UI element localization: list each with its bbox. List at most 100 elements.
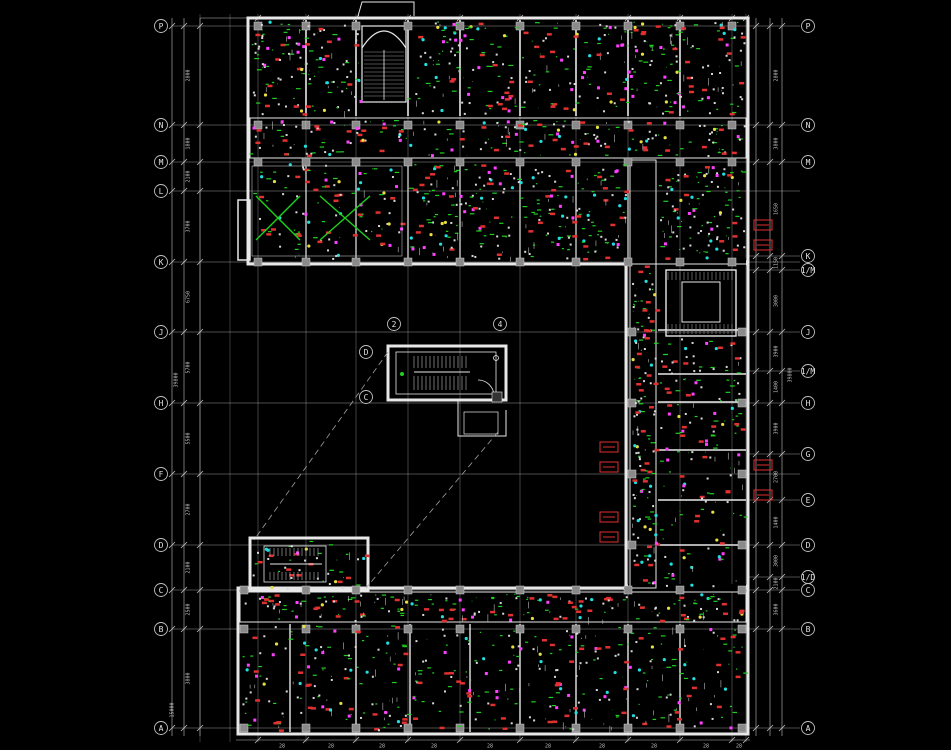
fixture-dot	[376, 597, 379, 600]
fixture-dot	[299, 56, 302, 59]
fixture-cyan	[318, 56, 323, 61]
fixture-dot	[725, 54, 728, 57]
fixture-cyan	[409, 143, 413, 148]
fixture-red	[305, 684, 311, 687]
fixture-yellow	[595, 125, 600, 129]
fixture-magenta	[322, 58, 326, 62]
fixture-dot	[364, 139, 367, 142]
fixture-dot	[480, 245, 483, 248]
fixture-red	[579, 647, 585, 651]
fixture-dot	[244, 602, 247, 605]
fixture-dot	[355, 39, 358, 42]
fixture-magenta	[621, 43, 625, 47]
fixture-red	[655, 309, 661, 312]
fixture-red	[313, 188, 319, 192]
fixture-magenta	[628, 665, 632, 669]
fixture-red	[487, 104, 493, 108]
fixture-red	[481, 164, 487, 167]
central-stair-inner	[395, 351, 497, 395]
left-axis-bubble	[154, 19, 168, 33]
fixture-red	[424, 608, 430, 611]
fixture-dot	[450, 50, 453, 53]
fixture-dot	[333, 600, 336, 603]
fixture-dot	[569, 243, 572, 246]
fixture-red	[573, 145, 579, 148]
dimension-tick	[778, 158, 786, 166]
fixture-dot	[656, 614, 659, 617]
fixture-dot	[674, 24, 677, 27]
fixture-red	[580, 121, 586, 124]
fixture-red	[666, 725, 672, 728]
column-pillar	[737, 469, 747, 479]
fixture-magenta	[654, 541, 658, 545]
fixture-dot	[259, 217, 262, 220]
fixture-magenta	[397, 667, 401, 671]
column-pillar	[301, 257, 311, 267]
fixture-red	[355, 630, 361, 634]
fixture-dot	[634, 45, 637, 48]
fixture-dot	[254, 51, 257, 54]
fixture-dot	[533, 89, 536, 92]
column-pillar	[403, 624, 413, 634]
fixture-dot	[277, 77, 280, 80]
right-axis-label: 1/D	[801, 573, 816, 582]
fixture-dot	[721, 92, 724, 95]
dimension-tick	[778, 252, 786, 260]
fixture-dot	[528, 716, 531, 719]
dimension-label: 28	[599, 744, 605, 750]
fixture-cyan	[439, 242, 443, 246]
fixture-dot	[513, 177, 516, 180]
fixture-red	[497, 102, 503, 106]
fixture-magenta	[681, 105, 685, 109]
fixture-red	[480, 225, 486, 228]
fixture-cyan	[510, 186, 515, 190]
fixture-red	[643, 148, 649, 152]
stair-axis-bubble	[359, 390, 373, 404]
fixture-dot	[736, 619, 739, 622]
fixture-red	[634, 365, 640, 369]
fixture-dot	[496, 121, 499, 124]
fixture-magenta	[255, 674, 259, 678]
fixture-cyan	[730, 406, 734, 410]
fixture-red	[412, 188, 418, 192]
column-pillar	[623, 585, 633, 595]
fixture-magenta	[736, 135, 740, 139]
dimension-total-label: 39800	[788, 367, 794, 382]
fixture-red	[266, 233, 272, 236]
fixture-dot	[638, 456, 641, 459]
fixture-magenta	[721, 552, 725, 556]
fixture-dot	[305, 62, 308, 65]
fixture-cyan	[592, 193, 597, 197]
fixture-red	[701, 145, 707, 149]
dimension-tick	[302, 736, 310, 744]
fixture-dot	[503, 187, 506, 190]
fixture-dot	[554, 675, 557, 678]
fixture-yellow	[511, 645, 515, 649]
fixture-red	[555, 682, 561, 685]
fixture-dot	[659, 82, 662, 85]
fixture-red	[552, 138, 558, 142]
fixture-red	[273, 721, 279, 725]
fixture-red	[261, 228, 267, 232]
fixture-dot	[577, 701, 580, 704]
fixture-dot	[324, 151, 327, 154]
fixture-magenta	[635, 49, 639, 53]
dimension-tick	[766, 22, 774, 30]
fixture-cyan	[328, 152, 332, 157]
fixture-magenta	[280, 120, 284, 124]
fixture-red	[255, 699, 261, 702]
fixture-dot	[632, 533, 635, 536]
fixture-dot	[386, 222, 389, 225]
fixture-magenta	[582, 71, 586, 75]
fixture-dot	[660, 427, 663, 430]
dimension-tick	[180, 158, 188, 166]
fixture-dot	[707, 244, 710, 247]
fixture-magenta	[677, 701, 681, 705]
dimension-label: 1150	[774, 257, 780, 269]
fixture-dot	[637, 451, 640, 454]
fixture-red	[304, 180, 310, 184]
diagonal-fixture	[319, 195, 371, 241]
fixture-dot	[526, 122, 529, 125]
fixture-dot	[713, 102, 716, 105]
fixture-magenta	[471, 615, 475, 619]
